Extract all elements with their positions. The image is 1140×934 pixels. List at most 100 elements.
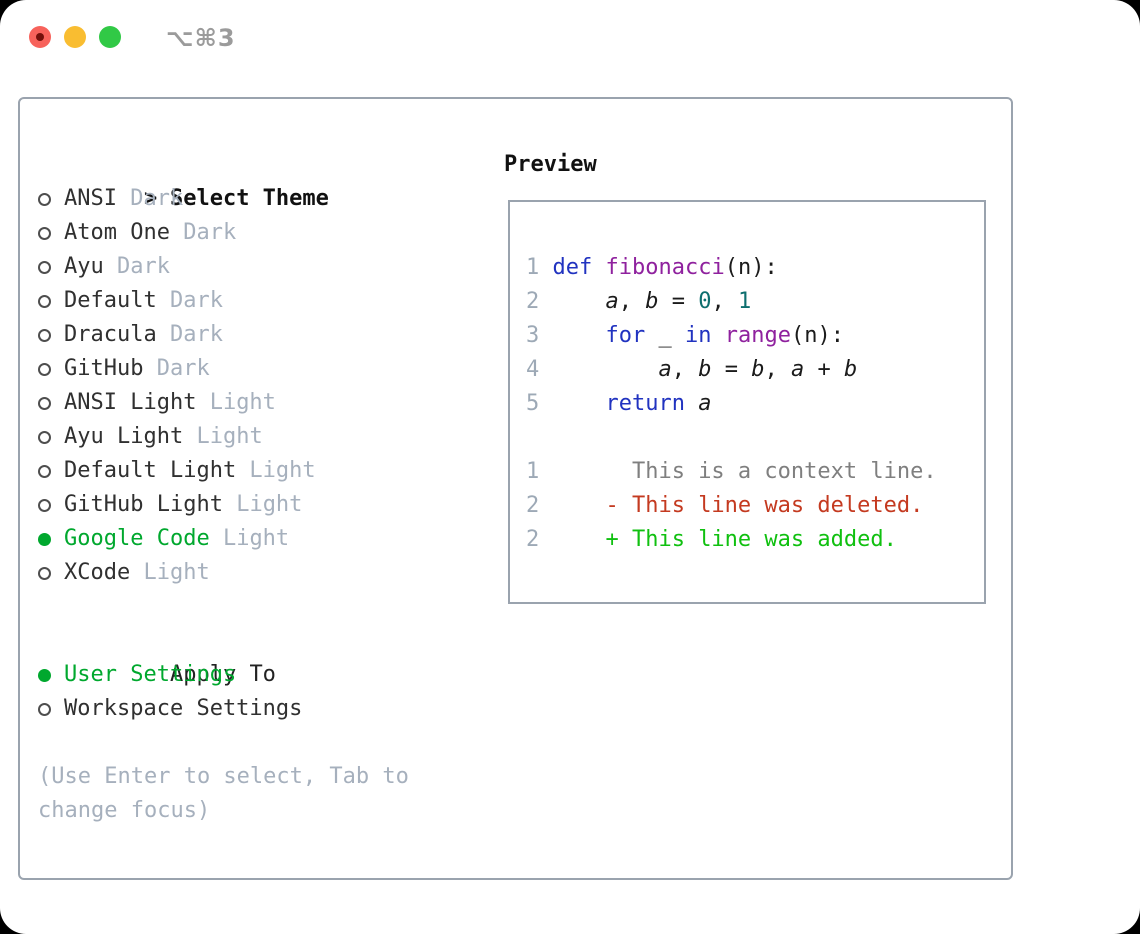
theme-option-label: Default Light <box>64 458 237 483</box>
theme-variant-label: Dark <box>143 356 210 381</box>
close-dot-icon <box>36 33 44 41</box>
code-token-plain: = <box>711 357 752 382</box>
theme-option-xcode[interactable]: XCode Light <box>38 556 483 590</box>
theme-variant-label: Dark <box>116 186 184 211</box>
code-line: 5 return a <box>526 387 984 421</box>
theme-variant-label: Light <box>236 458 316 483</box>
theme-option-label: ANSI <box>64 186 117 211</box>
close-button[interactable] <box>29 26 51 48</box>
code-token-var: a <box>658 357 672 382</box>
code-token-var: a <box>790 357 805 382</box>
radio-icon <box>38 284 64 318</box>
code-line: 2 + This line was added. <box>526 523 984 557</box>
apply-option-user-settings[interactable]: User Settings <box>38 658 483 692</box>
theme-option-ansi[interactable]: ANSI Dark <box>38 182 483 216</box>
code-line: 4 a, b = b, a + b <box>526 353 984 387</box>
radio-dot <box>38 295 51 308</box>
apply-to-header: Apply To <box>38 624 483 687</box>
code-token-kw: in <box>684 323 712 348</box>
select-theme-title: Select Theme <box>169 186 329 211</box>
line-number: 4 <box>526 357 540 382</box>
theme-variant-label: Light <box>130 560 210 585</box>
code-token-kw: def <box>552 255 593 280</box>
theme-option-google-code[interactable]: Google Code Light <box>38 522 483 556</box>
theme-option-label: Ayu Light <box>64 424 184 449</box>
code-token-plain: , <box>618 289 646 314</box>
spacer <box>38 590 483 624</box>
radio-selected-icon <box>38 522 64 556</box>
theme-option-atom-one[interactable]: Atom One Dark <box>38 216 483 250</box>
theme-option-dracula[interactable]: Dracula Dark <box>38 318 483 352</box>
theme-option-default[interactable]: Default Dark <box>38 284 483 318</box>
code-token-fn: fibonacci <box>605 255 725 280</box>
radio-dot <box>38 329 51 342</box>
theme-variant-label: Dark <box>103 254 170 279</box>
apply-option-workspace-settings[interactable]: Workspace Settings <box>38 692 483 726</box>
radio-dot <box>38 193 51 206</box>
code-token-plain: = <box>658 289 699 314</box>
radio-dot <box>38 567 51 580</box>
code-token-plain: , <box>671 357 699 382</box>
code-token-var: a <box>605 289 619 314</box>
code-blank-line <box>526 421 984 455</box>
code-line: 3 for _ in range(n): <box>526 319 984 353</box>
radio-icon <box>38 420 64 454</box>
radio-dot <box>38 397 51 410</box>
code-token-plain: + <box>804 357 844 382</box>
theme-option-label: XCode <box>64 560 131 585</box>
code-token-plain <box>539 255 552 280</box>
code-token-plain: (n): <box>790 323 844 348</box>
radio-icon <box>38 454 64 488</box>
apply-to-title: Apply To <box>169 662 276 687</box>
radio-dot <box>38 499 51 512</box>
theme-option-ayu-light[interactable]: Ayu Light Light <box>38 420 483 454</box>
code-token-plain: , <box>711 289 738 314</box>
zoom-button[interactable] <box>99 26 121 48</box>
theme-option-label: GitHub Light <box>64 492 223 517</box>
theme-option-default-light[interactable]: Default Light Light <box>38 454 483 488</box>
radio-dot <box>38 363 51 376</box>
radio-dot <box>38 465 51 478</box>
theme-variant-label: Dark <box>156 288 223 313</box>
code-token-add: + This line was added. <box>539 527 897 552</box>
theme-option-ansi-light[interactable]: ANSI Light Light <box>38 386 483 420</box>
theme-option-github-light[interactable]: GitHub Light Light <box>38 488 483 522</box>
code-token-plain <box>592 255 605 280</box>
radio-dot <box>38 261 51 274</box>
line-number: 3 <box>526 323 540 348</box>
radio-dot <box>38 669 51 682</box>
theme-option-label: GitHub <box>64 356 144 381</box>
apply-option-label: User Settings <box>64 662 237 687</box>
focus-caret-icon: > <box>143 186 158 211</box>
theme-option-label: Default <box>64 288 157 313</box>
theme-option-label: Dracula <box>64 322 157 347</box>
line-number: 2 <box>526 527 540 552</box>
radio-icon <box>38 250 64 284</box>
code-line: 2 a, b = 0, 1 <box>526 285 984 319</box>
line-number: 1 <box>526 459 540 484</box>
code-line: 1 def fibonacci(n): <box>526 251 984 285</box>
radio-icon <box>38 318 64 352</box>
code-token-var: b <box>698 357 712 382</box>
radio-dot <box>38 227 51 240</box>
theme-variant-label: Light <box>209 526 290 551</box>
code-line: 1 This is a context line. <box>526 455 984 489</box>
code-token-plain <box>539 323 605 348</box>
theme-option-github[interactable]: GitHub Dark <box>38 352 483 386</box>
radio-icon <box>38 182 64 216</box>
minimize-button[interactable] <box>64 26 86 48</box>
radio-dot <box>38 703 51 716</box>
title-bar: ⌥⌘3 <box>0 0 1140 75</box>
code-token-plain <box>539 357 658 382</box>
theme-variant-label: Dark <box>156 322 223 347</box>
code-token-del: - This line was deleted. <box>539 493 924 518</box>
line-number: 1 <box>526 255 540 280</box>
theme-option-label: ANSI Light <box>64 390 197 415</box>
theme-option-ayu[interactable]: Ayu Dark <box>38 250 483 284</box>
line-number: 2 <box>526 289 540 314</box>
radio-icon <box>38 352 64 386</box>
radio-selected-icon <box>38 658 64 692</box>
